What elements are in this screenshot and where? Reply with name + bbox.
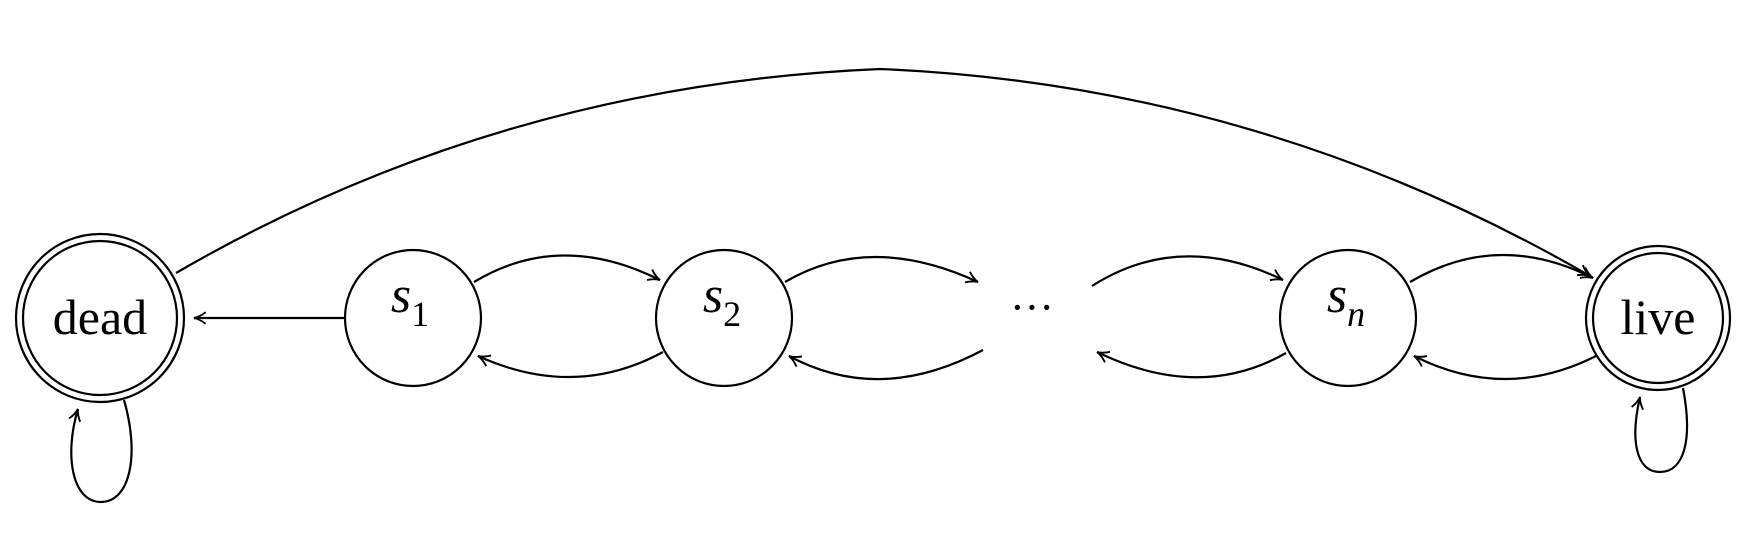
- edge-ellipsis-to-s2: [788, 349, 984, 381]
- node-s1-circle: [343, 248, 483, 388]
- edge-live-self-loop: [1631, 387, 1689, 474]
- edge-s2-to-s1: [477, 351, 664, 379]
- edge-s2-to-ellipsis: [784, 256, 979, 284]
- node-live-inner-circle: [1591, 251, 1725, 385]
- edge-dead-to-live-arc: [175, 67, 1591, 277]
- node-s2: s2: [654, 248, 794, 388]
- node-sn-label: sn: [1327, 267, 1365, 334]
- node-s2-label: s2: [703, 267, 741, 334]
- node-dead: dead: [14, 232, 186, 404]
- node-s1: s1: [343, 248, 483, 388]
- edge-live-to-sn: [1413, 355, 1597, 380]
- edges: [68, 67, 1689, 504]
- edge-dead-self-loop: [68, 399, 133, 504]
- node-sn: sn: [1278, 248, 1418, 388]
- node-dead-label: dead: [53, 289, 147, 345]
- ellipsis-label: ···: [1010, 283, 1054, 332]
- edge-sn-to-ellipsis: [1096, 350, 1287, 379]
- node-dead-outer-circle: [14, 232, 186, 404]
- edge-s1-to-s2: [473, 254, 661, 283]
- edge-sn-to-live: [1409, 253, 1594, 283]
- node-sn-circle: [1278, 248, 1418, 388]
- node-s2-circle: [654, 248, 794, 388]
- node-live-label: live: [1621, 289, 1696, 345]
- node-dead-inner-circle: [21, 239, 179, 397]
- node-live-outer-circle: [1584, 244, 1732, 392]
- node-s1-label: s1: [391, 267, 429, 334]
- node-ellipsis: ···: [1010, 283, 1054, 332]
- edge-ellipsis-to-sn: [1091, 255, 1284, 287]
- node-live: live: [1584, 244, 1732, 392]
